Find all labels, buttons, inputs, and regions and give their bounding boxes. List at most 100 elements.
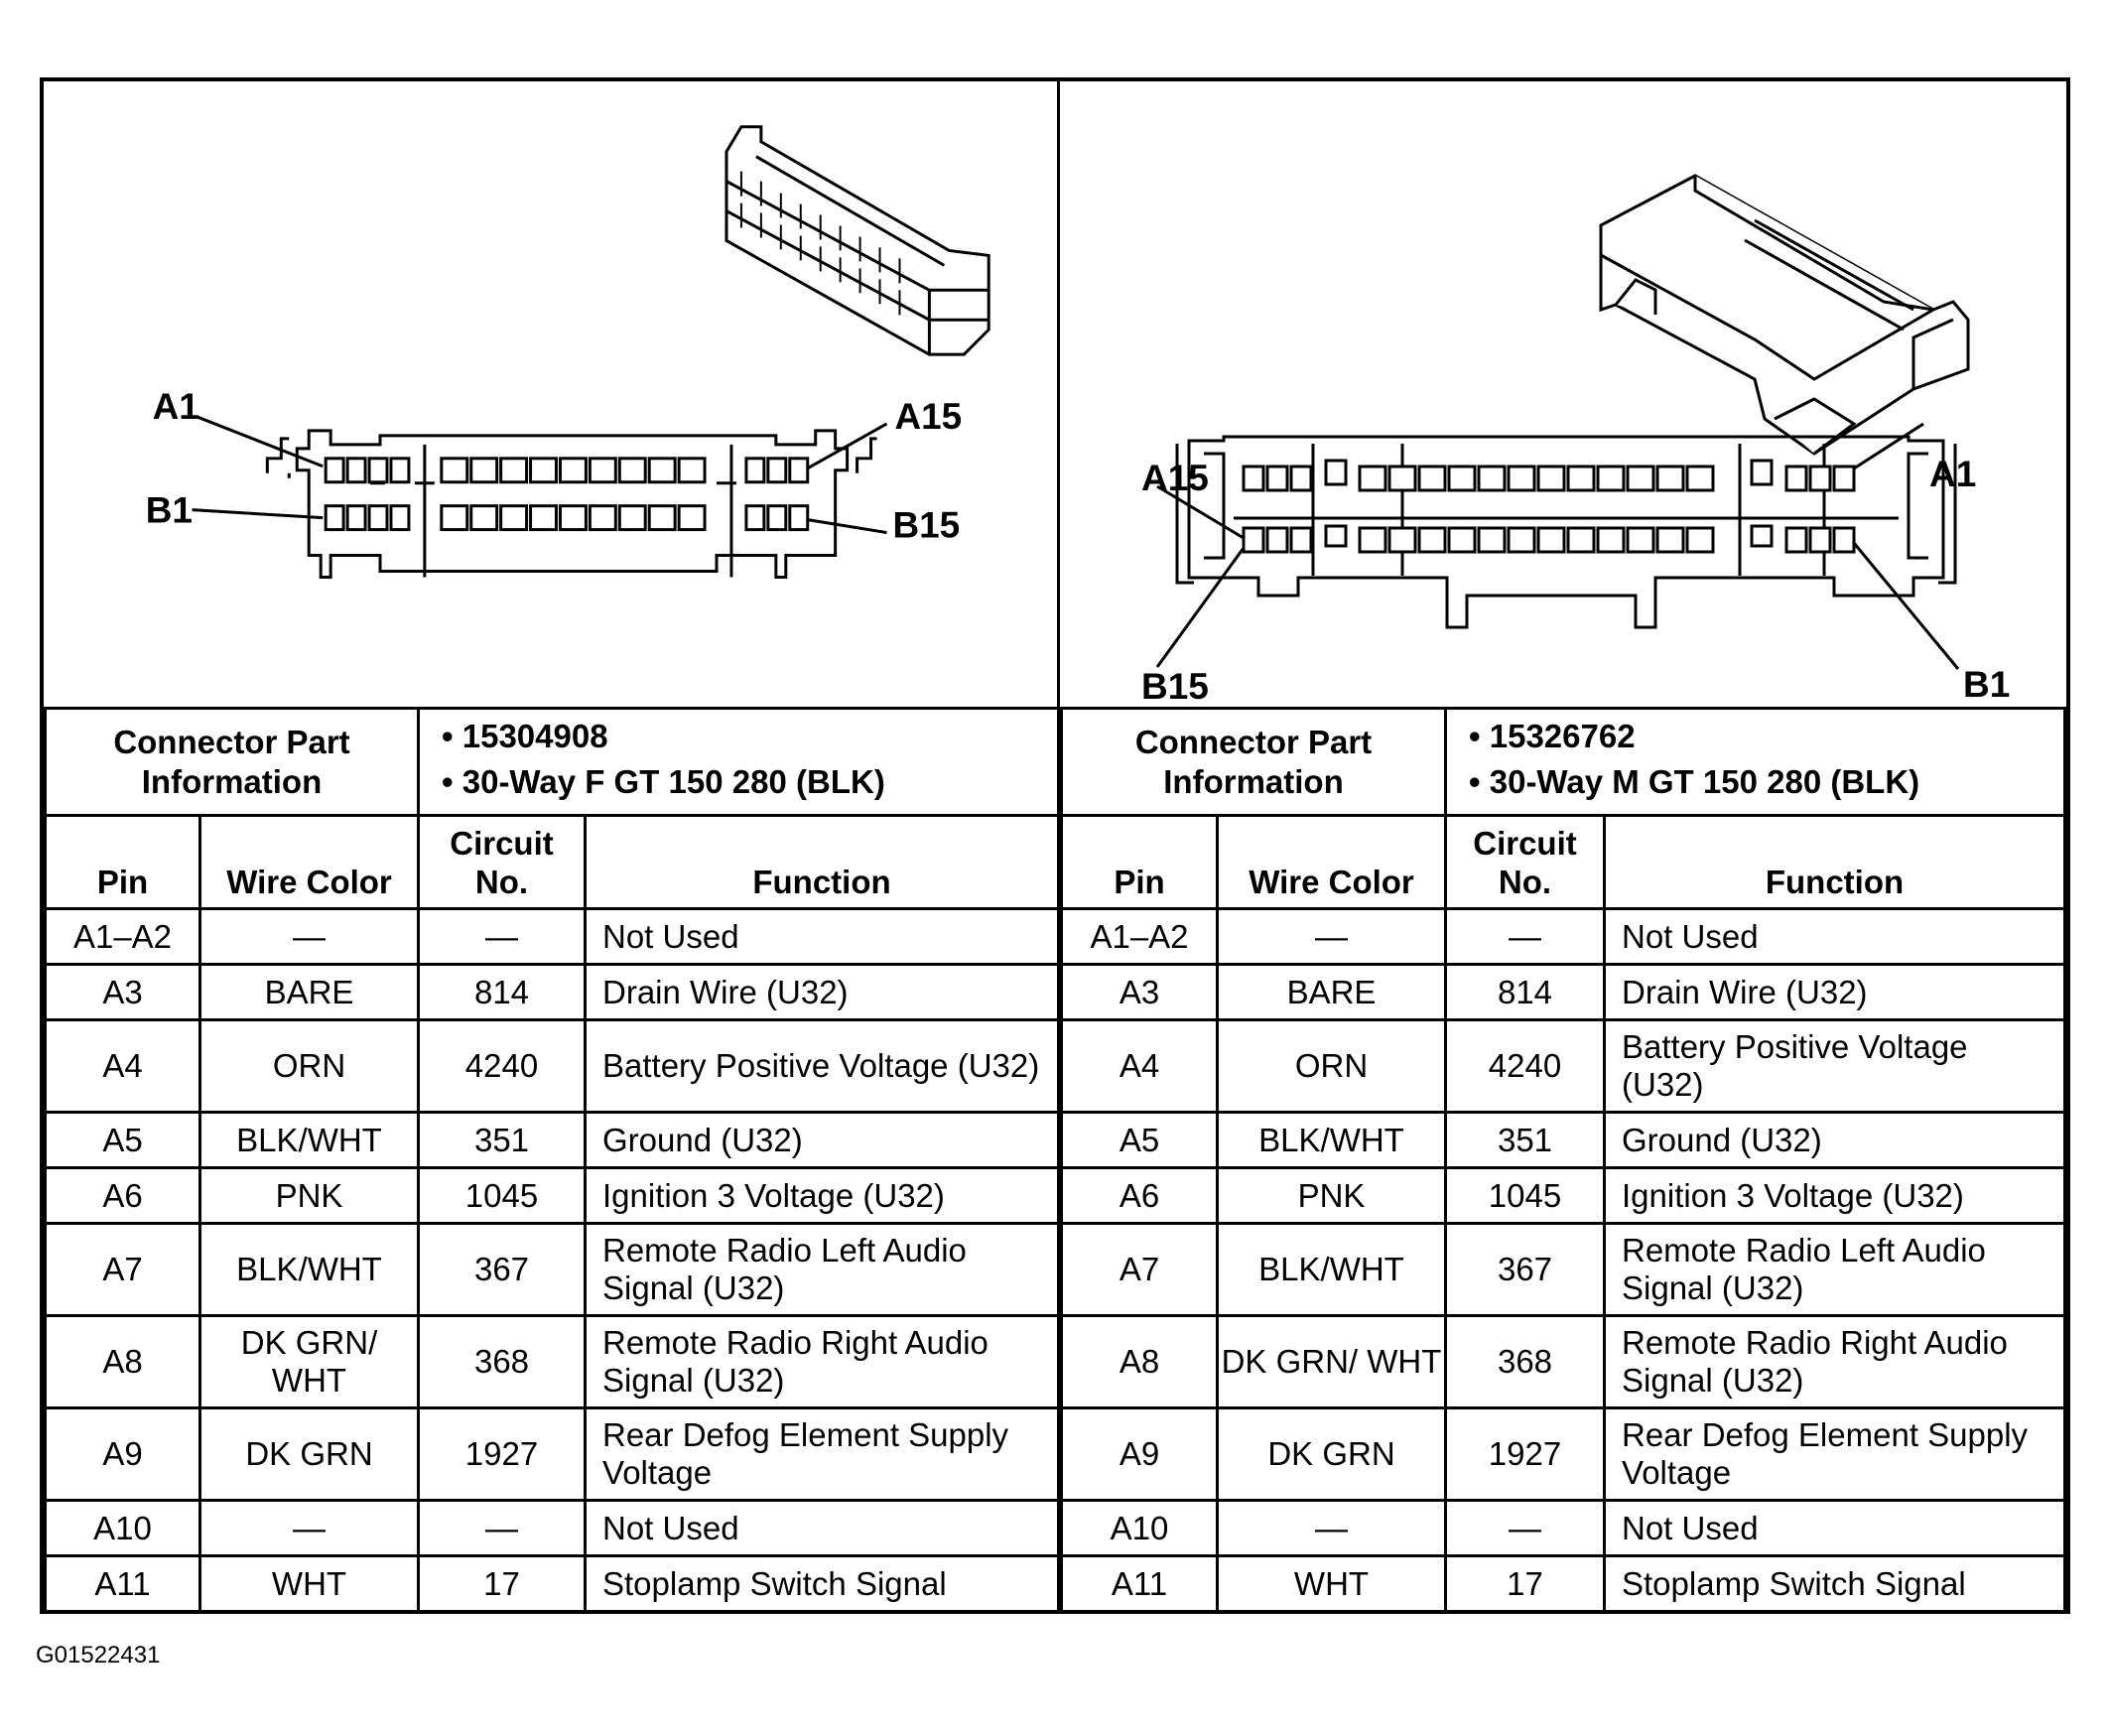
cell-function: Ignition 3 Voltage (U32) bbox=[1603, 1166, 2066, 1225]
cell-circuit: 367 bbox=[417, 1222, 587, 1317]
col-header-wire-color: Wire Color bbox=[1216, 814, 1447, 910]
figure-code: G01522431 bbox=[36, 1642, 161, 1669]
cell-pin: A3 bbox=[1060, 963, 1219, 1021]
cell-wire-color: PNK bbox=[1216, 1166, 1447, 1225]
col-header-wire-color: Wire Color bbox=[198, 814, 420, 910]
label-a1-left: A1 bbox=[153, 386, 199, 427]
cell-wire-color: WHT bbox=[1216, 1554, 1447, 1613]
col-header-pin: Pin bbox=[44, 814, 201, 910]
table-row: A10——Not Used bbox=[1060, 1499, 2066, 1557]
cell-pin: A10 bbox=[44, 1499, 201, 1557]
cell-wire-color: — bbox=[198, 907, 420, 966]
cell-circuit: 4240 bbox=[417, 1018, 587, 1114]
cell-function: Not Used bbox=[584, 907, 1060, 966]
cell-function: Remote Radio Right Audio Signal (U32) bbox=[1603, 1314, 2066, 1409]
cell-wire-color: BLK/WHT bbox=[198, 1222, 420, 1317]
cell-pin: A7 bbox=[1060, 1222, 1219, 1317]
connector-diagram-right: A15 A1 B15 B1 bbox=[1060, 81, 2066, 707]
connector-info-label: Connector Part Information bbox=[44, 707, 420, 817]
label-b1-left: B1 bbox=[146, 490, 193, 531]
cell-circuit: 368 bbox=[1444, 1314, 1606, 1409]
cell-pin: A5 bbox=[44, 1111, 201, 1169]
pinout-table-left: Connector Part Information 15304908 30-W… bbox=[44, 707, 1060, 1613]
connector-info-row: Connector Part Information 15304908 30-W… bbox=[44, 707, 1060, 817]
cell-pin: A1–A2 bbox=[1060, 907, 1219, 966]
connector-sheet: A1 A15 B1 B15 bbox=[40, 77, 2070, 1614]
connector-face-right bbox=[1175, 435, 1957, 629]
cell-function: Not Used bbox=[1603, 1499, 2066, 1557]
cell-circuit: 814 bbox=[417, 963, 587, 1021]
part-description: 30-Way M GT 150 280 (BLK) bbox=[1469, 759, 2063, 805]
label-a1-right: A1 bbox=[1929, 454, 1976, 494]
leader-lines-right bbox=[1155, 422, 1960, 670]
cell-wire-color: — bbox=[198, 1499, 420, 1557]
cell-wire-color: BLK/WHT bbox=[1216, 1111, 1447, 1169]
col-header-function: Function bbox=[584, 814, 1060, 910]
cell-function: Remote Radio Left Audio Signal (U32) bbox=[1603, 1222, 2066, 1317]
cell-wire-color: PNK bbox=[198, 1166, 420, 1225]
cell-circuit: 368 bbox=[417, 1314, 587, 1409]
cell-wire-color: DK GRN/ WHT bbox=[198, 1314, 420, 1409]
cell-pin: A10 bbox=[1060, 1499, 1219, 1557]
table-row: A1–A2——Not Used bbox=[44, 907, 1060, 966]
cell-circuit: 1927 bbox=[1444, 1406, 1606, 1502]
label-a15-right: A15 bbox=[1141, 458, 1209, 498]
label-b15-right: B15 bbox=[1141, 666, 1209, 707]
cell-wire-color: BLK/WHT bbox=[1216, 1222, 1447, 1317]
cell-circuit: 351 bbox=[1444, 1111, 1606, 1169]
male-connector-drawing: A15 A1 B15 B1 bbox=[1141, 174, 2010, 707]
connector-iso-sketch-left bbox=[725, 125, 990, 356]
part-number: 15326762 bbox=[1469, 714, 2063, 759]
cell-circuit: 367 bbox=[1444, 1222, 1606, 1317]
cell-function: Remote Radio Left Audio Signal (U32) bbox=[584, 1222, 1060, 1317]
pin-cavities-left bbox=[324, 457, 810, 532]
cell-circuit: 17 bbox=[417, 1554, 587, 1613]
connector-info-label: Connector Part Information bbox=[1060, 707, 1447, 817]
cell-pin: A8 bbox=[44, 1314, 201, 1409]
cell-function: Remote Radio Right Audio Signal (U32) bbox=[584, 1314, 1060, 1409]
cell-pin: A1–A2 bbox=[44, 907, 201, 966]
cell-circuit: 1045 bbox=[417, 1166, 587, 1225]
female-connector-drawing: A1 A15 B1 B15 bbox=[146, 125, 990, 579]
cell-pin: A11 bbox=[1060, 1554, 1219, 1613]
cell-circuit: — bbox=[1444, 907, 1606, 966]
column-header-row: Pin Wire Color Circuit No. Function bbox=[44, 814, 1060, 910]
cell-circuit: 1927 bbox=[417, 1406, 587, 1502]
cell-pin: A9 bbox=[1060, 1406, 1219, 1502]
cell-function: Not Used bbox=[1603, 907, 2066, 966]
cell-pin: A9 bbox=[44, 1406, 201, 1502]
cell-function: Drain Wire (U32) bbox=[584, 963, 1060, 1021]
table-row: A10——Not Used bbox=[44, 1499, 1060, 1557]
cell-wire-color: ORN bbox=[198, 1018, 420, 1114]
cell-function: Rear Defog Element Supply Voltage bbox=[1603, 1406, 2066, 1502]
cell-pin: A7 bbox=[44, 1222, 201, 1317]
connector-face-left bbox=[265, 429, 877, 579]
cell-pin: A4 bbox=[1060, 1018, 1219, 1114]
cell-wire-color: WHT bbox=[198, 1554, 420, 1613]
cell-function: Stoplamp Switch Signal bbox=[584, 1554, 1060, 1613]
cell-function: Ground (U32) bbox=[1603, 1111, 2066, 1169]
cell-wire-color: — bbox=[1216, 907, 1447, 966]
connector-iso-sketch-right bbox=[1599, 174, 1970, 456]
part-description: 30-Way F GT 150 280 (BLK) bbox=[442, 759, 1057, 805]
cell-function: Not Used bbox=[584, 1499, 1060, 1557]
cell-circuit: 814 bbox=[1444, 963, 1606, 1021]
column-header-row: Pin Wire Color Circuit No. Function bbox=[1060, 814, 2066, 910]
cell-circuit: 4240 bbox=[1444, 1018, 1606, 1114]
cell-pin: A3 bbox=[44, 963, 201, 1021]
cell-function: Battery Positive Voltage (U32) bbox=[584, 1018, 1060, 1114]
connector-info-row: Connector Part Information 15326762 30-W… bbox=[1060, 707, 2066, 817]
connector-diagram-left: A1 A15 B1 B15 bbox=[44, 81, 1060, 707]
cell-function: Drain Wire (U32) bbox=[1603, 963, 2066, 1021]
